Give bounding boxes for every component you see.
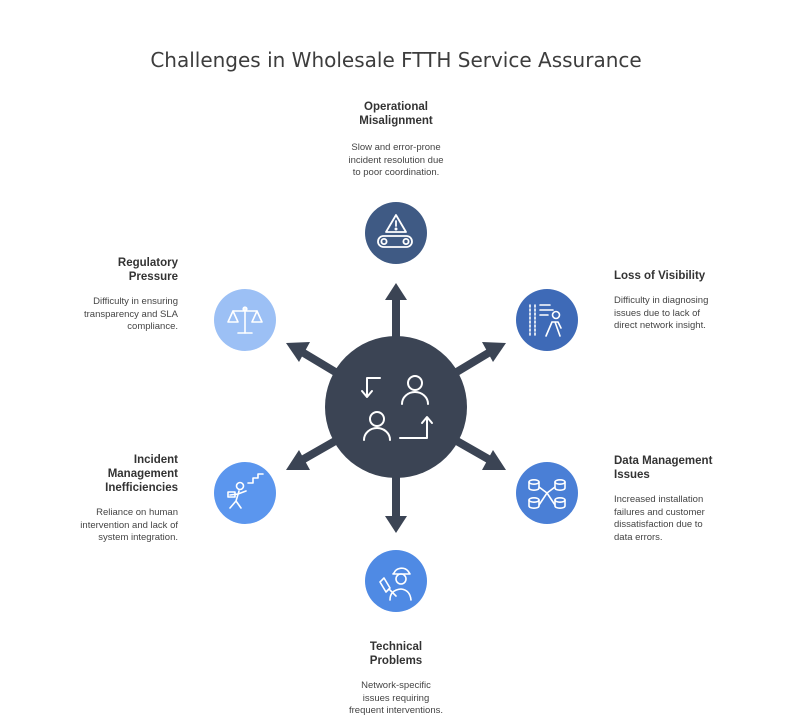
- label-incident: Incident Management Inefficiencies Relia…: [8, 453, 178, 545]
- incident-heading: Incident Management Inefficiencies: [105, 454, 178, 494]
- node-visibility: [516, 289, 578, 351]
- hub: [325, 336, 467, 478]
- label-data-management: Data Management Issues Increased install…: [614, 454, 784, 544]
- node-operational: [365, 202, 427, 264]
- database-network-icon: [528, 478, 566, 509]
- node-data-management: [516, 462, 578, 524]
- visibility-heading: Loss of Visibility: [614, 270, 706, 282]
- arrow-upper-right: [452, 342, 506, 377]
- technician-icon: [379, 567, 412, 601]
- node-incident: [214, 462, 276, 524]
- node-regulatory: [214, 289, 276, 351]
- warning-conveyor-icon: [377, 214, 413, 248]
- arrow-up: [385, 283, 407, 345]
- regulatory-description: Difficulty in ensuring transparency and …: [83, 296, 178, 332]
- incident-description: Reliance on human intervention and lack …: [80, 507, 178, 543]
- data-management-heading: Data Management Issues: [614, 455, 713, 481]
- arrow-lower-right: [453, 436, 506, 470]
- person-data-icon: [529, 304, 562, 337]
- regulatory-heading: Regulatory Pressure: [117, 257, 178, 283]
- visibility-description: Difficulty in diagnosing issues due to l…: [614, 295, 709, 331]
- data-management-description: Increased installation failures and cust…: [614, 494, 705, 543]
- label-operational: Operational Misalignment Slow and error-…: [316, 100, 476, 180]
- arrow-lower-left: [286, 436, 339, 470]
- label-technical: Technical Problems Network-specific issu…: [316, 640, 476, 718]
- person-stairs-icon: [227, 473, 264, 509]
- diagram-title: Challenges in Wholesale FTTH Service Ass…: [150, 48, 642, 72]
- technical-heading: Technical Problems: [369, 641, 423, 667]
- exchange-people-icon: [361, 375, 433, 441]
- operational-description: Slow and error-prone incident resolution…: [348, 142, 444, 178]
- technical-description: Network-specific issues requiring freque…: [348, 680, 443, 716]
- operational-heading: Operational Misalignment: [359, 101, 433, 127]
- scales-icon: [227, 306, 263, 334]
- arrow-upper-left: [286, 342, 340, 377]
- label-regulatory: Regulatory Pressure Difficulty in ensuri…: [8, 256, 178, 334]
- label-visibility: Loss of Visibility Difficulty in diagnos…: [614, 269, 784, 333]
- arrow-down: [385, 470, 407, 533]
- node-technical: [365, 550, 427, 612]
